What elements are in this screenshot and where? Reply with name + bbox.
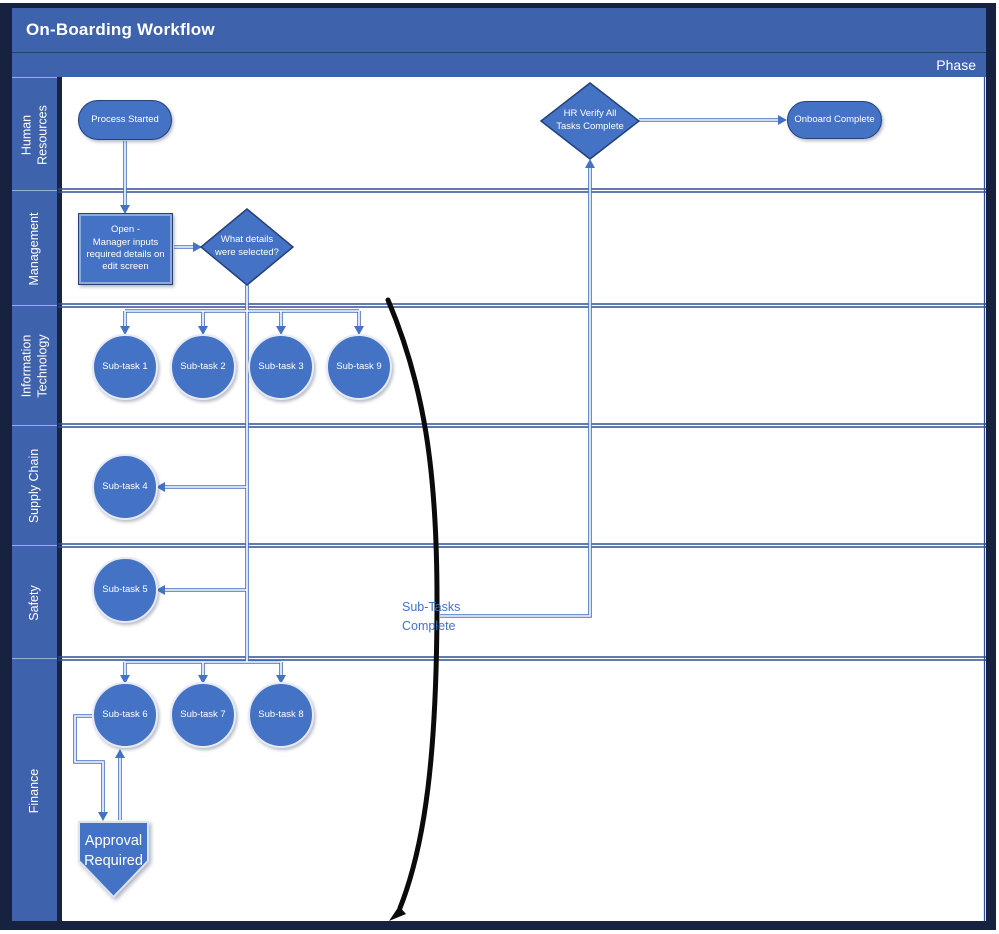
node-subtask-7[interactable]: Sub-task 7 [170,682,236,748]
node-label: Sub-task 3 [258,360,304,372]
phase-label: Phase [936,57,976,73]
node-label: Sub-task 7 [180,708,226,720]
lane-supply-chain[interactable]: Supply Chain [12,425,58,546]
diagram-border-bottom [0,921,996,930]
decision-hr-verify-shape[interactable] [539,82,641,160]
subtasks-complete-note: Sub-Tasks Complete [402,600,461,633]
node-subtask-6[interactable]: Sub-task 6 [92,682,158,748]
freeform-curve[interactable] [385,297,440,921]
decision-what-details-shape[interactable] [199,208,295,286]
node-label: Sub-task 4 [102,480,148,492]
diagram-content-area [62,77,984,921]
node-label: Sub-task 9 [336,360,382,372]
lane-human-resources[interactable]: Human Resources [12,77,58,191]
swimlane-label-strip [12,77,58,921]
node-label: Process Started [91,113,159,125]
decision-shapes[interactable] [199,82,641,286]
phase-bar: Phase [12,52,986,77]
node-onboard-complete[interactable]: Onboard Complete [787,101,882,139]
node-label: Open - Manager inputs required details o… [86,224,165,273]
node-label: Sub-task 6 [102,708,148,720]
node-subtask-2[interactable]: Sub-task 2 [170,334,236,400]
lane-information-technology[interactable]: Information Technology [12,305,58,426]
freeform-curve-arrowhead [389,906,406,921]
connectors-inner [74,119,778,820]
node-subtask-8[interactable]: Sub-task 8 [248,682,314,748]
diagram-title-bar: On-Boarding Workflow [12,8,986,52]
connector-arrowheads [98,115,787,821]
node-label: Sub-task 2 [180,360,226,372]
lane-divider-lines [58,188,986,661]
diagram-title: On-Boarding Workflow [26,20,215,39]
label-content-divider [57,77,62,921]
diagram-border-top [0,3,996,8]
node-label: Sub-task 8 [258,708,304,720]
node-label: Sub-task 1 [102,360,148,372]
node-label: Onboard Complete [794,113,875,125]
node-manager-input[interactable]: Open - Manager inputs required details o… [78,213,173,285]
node-subtask-3[interactable]: Sub-task 3 [248,334,314,400]
approval-required-shape[interactable] [78,821,149,899]
lane-safety[interactable]: Safety [12,545,58,659]
node-process-started[interactable]: Process Started [78,100,172,140]
node-subtask-1[interactable]: Sub-task 1 [92,334,158,400]
diagram-border-left [0,3,12,930]
node-subtask-9[interactable]: Sub-task 9 [326,334,392,400]
lane-management[interactable]: Management [12,190,58,306]
diagram-border-right [986,3,996,930]
node-label: Sub-task 5 [102,583,148,595]
lane-finance[interactable]: Finance [12,658,58,922]
node-subtask-5[interactable]: Sub-task 5 [92,557,158,623]
node-subtask-4[interactable]: Sub-task 4 [92,454,158,520]
